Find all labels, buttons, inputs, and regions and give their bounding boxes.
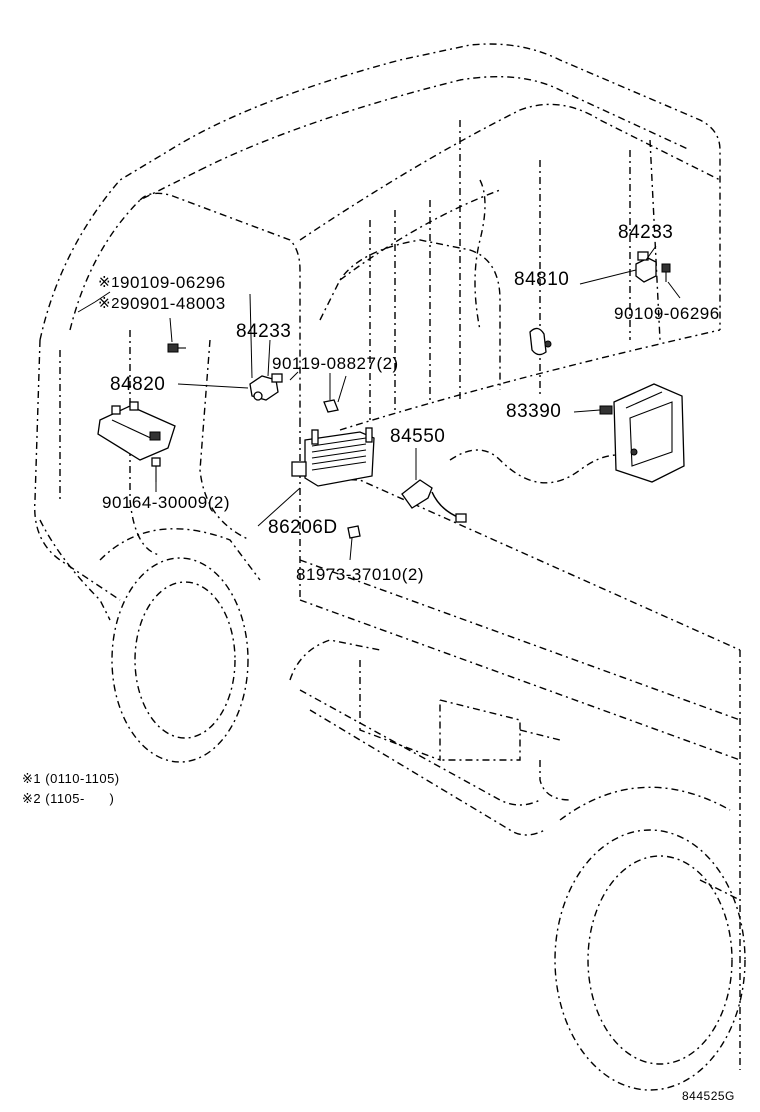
leader-lines bbox=[77, 245, 681, 561]
mark-1: ※1 bbox=[98, 274, 120, 291]
clip-81973-37010 bbox=[347, 525, 361, 539]
sensor-84550 bbox=[401, 479, 467, 523]
part-label-84820: 84820 bbox=[110, 374, 166, 395]
part-label-90901-48003: 90901-48003 bbox=[120, 294, 226, 313]
part-label-83390: 83390 bbox=[506, 401, 562, 422]
footnote-1: ※1 (0110-1105) bbox=[22, 771, 120, 786]
door-switch-84233-right bbox=[635, 251, 657, 283]
chassis-frame bbox=[289, 639, 571, 836]
screw-90109-06296-left bbox=[167, 343, 186, 353]
clip-90119-08827 bbox=[323, 399, 339, 413]
part-label-86206D: 86206D bbox=[268, 517, 338, 538]
part-label-84810: 84810 bbox=[514, 269, 570, 290]
footnote-2: ※2 (1105- ) bbox=[22, 791, 115, 806]
switch-assembly-84820 bbox=[97, 401, 176, 461]
front-wheel bbox=[39, 519, 261, 763]
buzzer-84810 bbox=[529, 327, 552, 356]
screw-90109-06296-right bbox=[661, 263, 671, 282]
part-label-81973-37010: 81973-37010(2) bbox=[296, 565, 424, 584]
part-label-90119-08827: 90119-08827(2) bbox=[272, 354, 399, 373]
part-label-90109-06296-a: 90109-06296 bbox=[120, 273, 226, 292]
control-unit-86206D bbox=[291, 427, 375, 487]
lamp-housing-83390 bbox=[599, 383, 685, 483]
screw-90164-30009 bbox=[151, 457, 161, 482]
part-label-90164-30009: 90164-30009(2) bbox=[102, 493, 230, 512]
door-switch-84233-left bbox=[249, 373, 283, 401]
part-label-90109-06296-b: 90109-06296 bbox=[614, 304, 720, 323]
part-label-84550: 84550 bbox=[390, 426, 446, 447]
diagram-code: 844525G bbox=[682, 1089, 735, 1103]
rear-wheel bbox=[554, 786, 746, 1091]
mark-2: ※2 bbox=[98, 295, 120, 312]
part-label-84233-a: 84233 bbox=[236, 321, 292, 342]
part-label-84233-b: 84233 bbox=[618, 222, 674, 243]
